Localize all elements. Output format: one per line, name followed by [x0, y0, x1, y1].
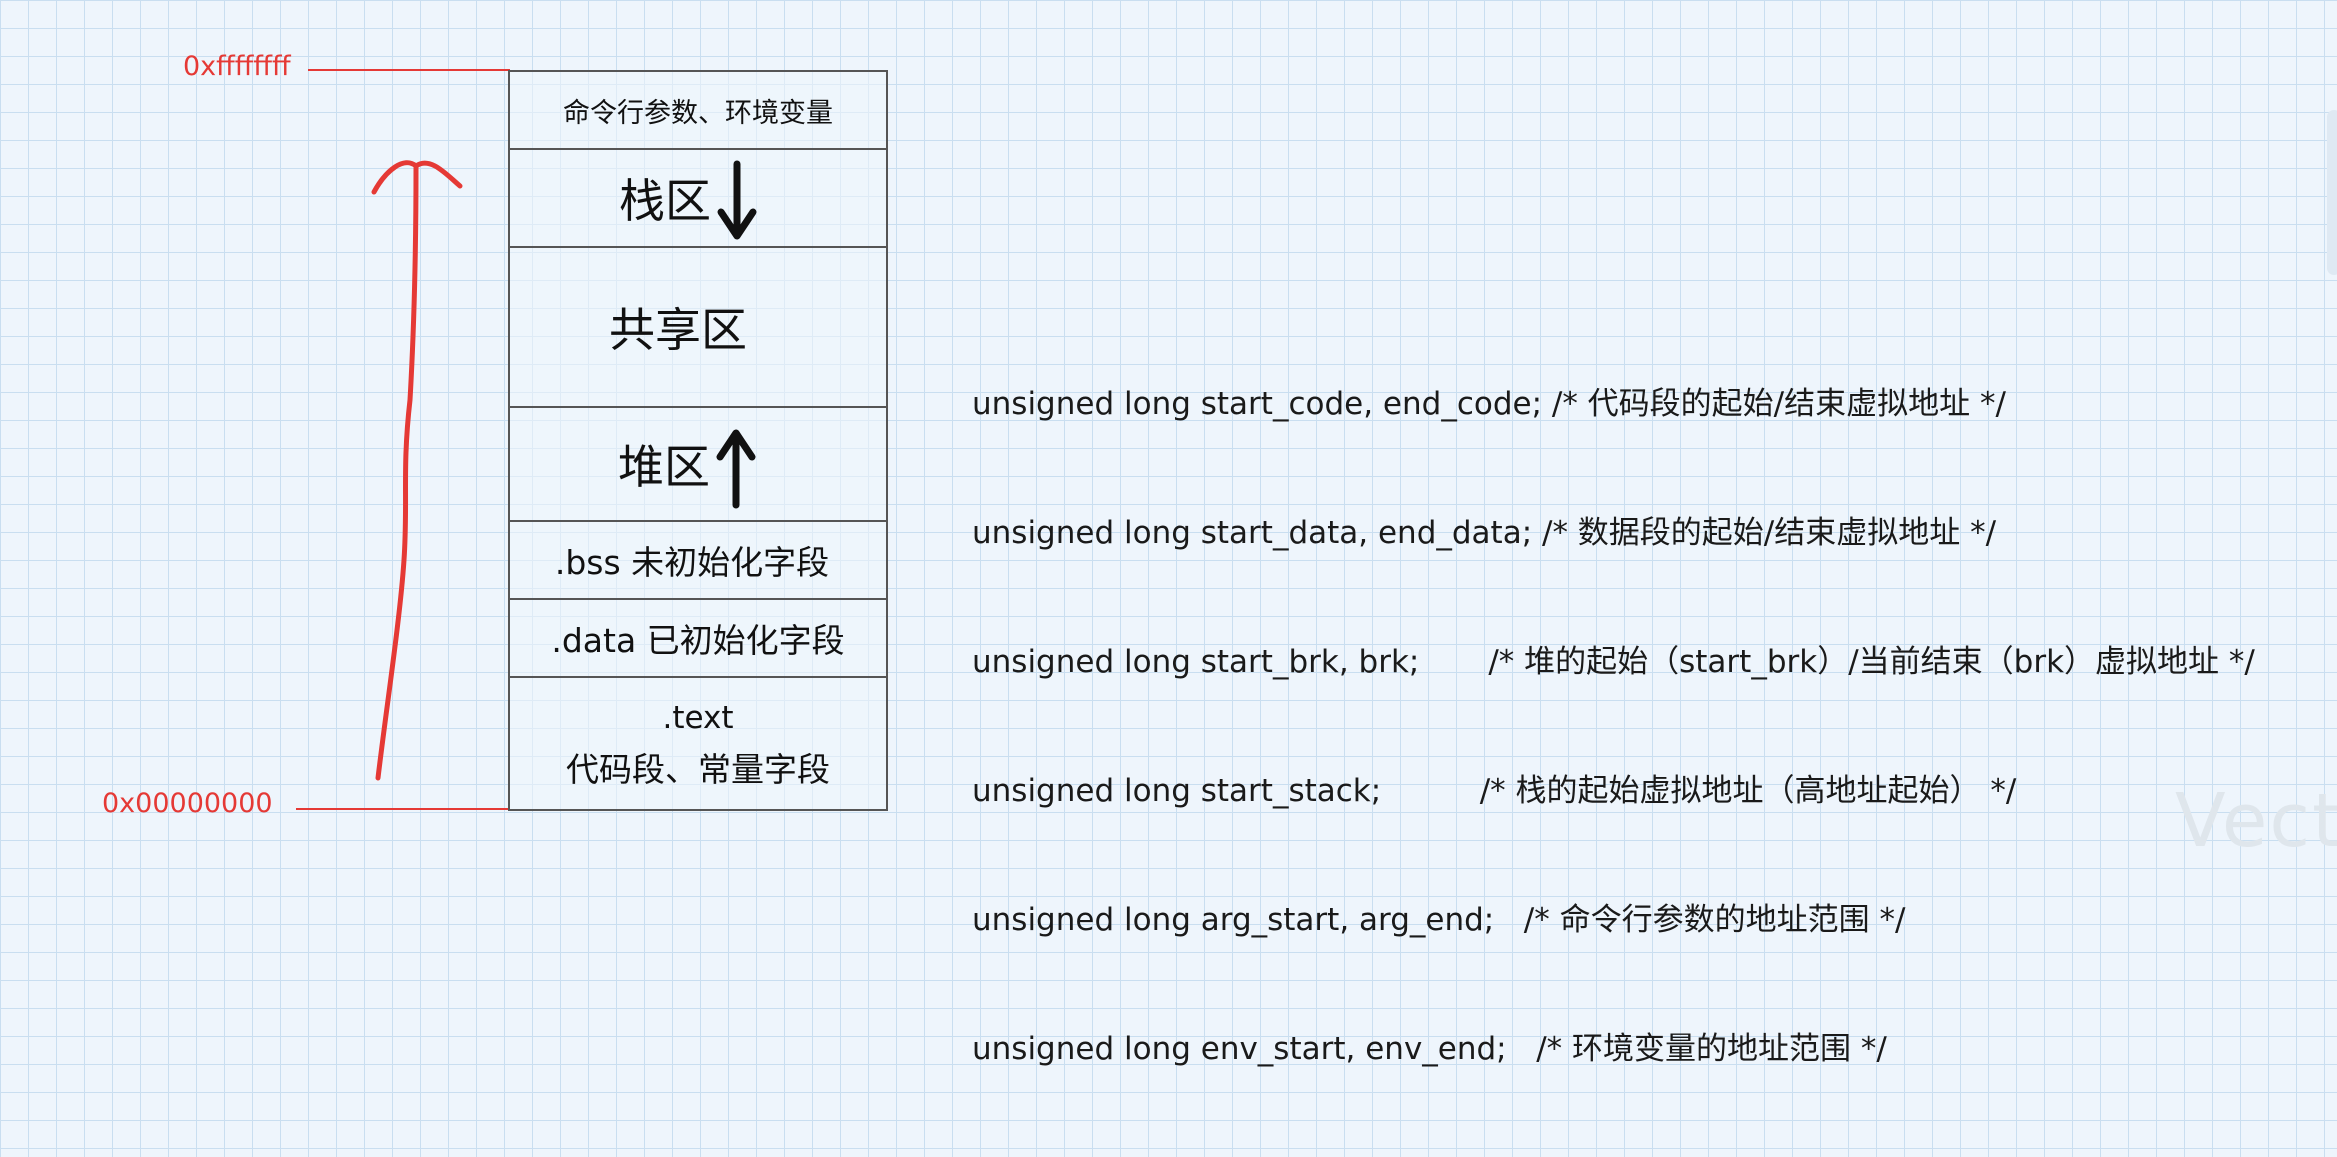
low-address-label: 0x00000000 [102, 788, 273, 819]
watermark: Vect [2175, 778, 2337, 864]
up-arrow-icon [716, 429, 756, 509]
segment-label: 堆区 [618, 440, 710, 494]
segment-heap: 堆区 [510, 408, 886, 522]
diagram-canvas: 0xffffffff 0x00000000 命令行参数、环境变量 栈区 共享区 … [102, 51, 2337, 1067]
segment-label: .bss 未初始化字段 [554, 543, 830, 582]
mm-struct-fields: unsigned long start_code, end_code; /* 代… [972, 297, 2255, 1157]
segment-stack: 栈区 [510, 150, 886, 248]
code-line: unsigned long start_code, end_code; /* 代… [972, 386, 2006, 422]
down-arrow-icon [717, 160, 757, 240]
segment-label: 命令行参数、环境变量 [563, 97, 833, 129]
segment-shared: 共享区 [510, 248, 886, 408]
high-address-label: 0xffffffff [183, 51, 291, 82]
segment-data: .data 已初始化字段 [510, 600, 886, 678]
code-line: unsigned long start_data, end_data; /* 数… [972, 515, 1997, 551]
code-line: unsigned long arg_start, arg_end; /* 命令行… [972, 902, 1906, 938]
red-up-arrow-icon [371, 160, 463, 781]
segment-label: .text [662, 699, 734, 736]
high-address-line [308, 69, 510, 71]
code-line: unsigned long start_stack; /* 栈的起始虚拟地址（高… [972, 773, 2017, 809]
segment-args-env: 命令行参数、环境变量 [510, 72, 886, 150]
code-line: unsigned long start_brk, brk; /* 堆的起始（st… [972, 644, 2255, 680]
segment-label: 共享区 [609, 303, 747, 357]
low-address-line [296, 808, 510, 810]
code-line: unsigned long env_start, env_end; /* 环境变… [972, 1031, 1887, 1067]
side-panel-handle[interactable] [2327, 110, 2337, 275]
segment-label: 栈区 [619, 174, 711, 228]
memory-layout-box: 命令行参数、环境变量 栈区 共享区 堆区 .bss 未初始化字段 .data 已… [508, 70, 888, 811]
segment-bss: .bss 未初始化字段 [510, 522, 886, 600]
segment-sublabel: 代码段、常量字段 [566, 749, 830, 789]
segment-text: .text 代码段、常量字段 [510, 678, 886, 809]
segment-label: .data 已初始化字段 [551, 621, 845, 660]
